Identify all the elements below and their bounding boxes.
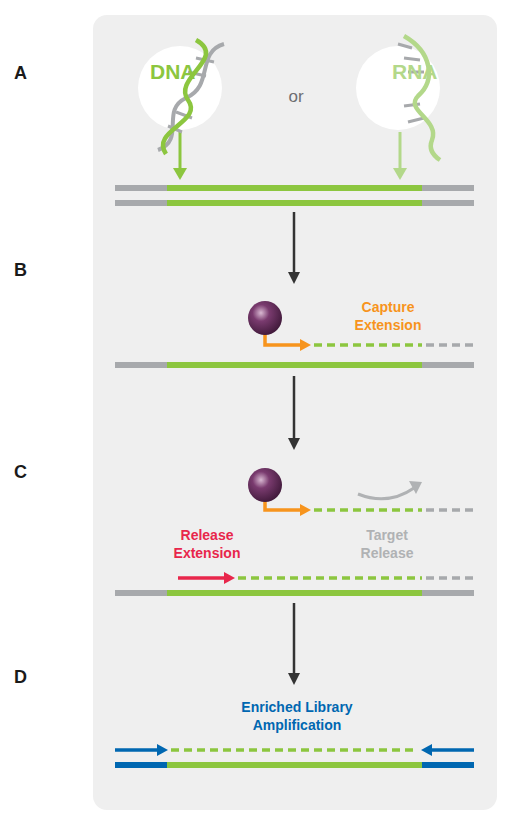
connector-word: or — [276, 86, 316, 108]
background-panel — [93, 15, 497, 810]
step-arrow-shaft — [293, 603, 296, 675]
adapter-strand — [115, 185, 168, 191]
capture-bead — [248, 301, 282, 335]
release-primer — [178, 576, 226, 580]
rna-base — [404, 58, 420, 60]
adapter-strand — [115, 762, 168, 768]
amplification-primer — [430, 748, 474, 752]
amplification-primer — [115, 748, 159, 752]
step-label: Target Release — [350, 526, 424, 562]
node-label: DNA — [150, 60, 196, 84]
adapter-strand — [422, 590, 474, 596]
step-letter: B — [14, 259, 44, 282]
adapter-strand — [422, 185, 474, 191]
step-letter: C — [14, 461, 44, 484]
amplification-primer-head — [421, 744, 432, 756]
extended-strand — [314, 508, 422, 512]
step-arrow-shaft — [293, 212, 296, 274]
release-curve-arrow — [358, 488, 414, 499]
step-arrow-head — [288, 272, 300, 284]
extended-adapter — [426, 508, 474, 512]
extended-strand — [171, 748, 418, 752]
step-arrow-head — [288, 673, 300, 685]
target-strand — [167, 362, 423, 368]
step-arrow-head — [288, 438, 300, 450]
capture-probe-head — [300, 339, 311, 351]
amplification-primer-head — [157, 744, 168, 756]
step-letter: D — [14, 666, 44, 689]
step-letter: A — [14, 62, 44, 85]
adapter-strand — [115, 362, 168, 368]
input-arrow-shaft — [179, 132, 182, 170]
adapter-strand — [422, 362, 474, 368]
extended-strand — [238, 576, 422, 580]
adapter-strand — [115, 590, 168, 596]
capture-probe-head — [300, 504, 311, 516]
capture-probe — [265, 501, 302, 510]
target-strand — [167, 762, 423, 768]
release-primer-head — [224, 572, 235, 584]
input-arrow-head — [173, 168, 187, 180]
extended-adapter — [426, 343, 474, 347]
extended-strand — [314, 343, 422, 347]
input-arrow-shaft — [399, 132, 402, 170]
extended-adapter — [426, 576, 474, 580]
adapter-strand — [115, 200, 168, 206]
step-arrow-shaft — [293, 376, 296, 440]
adapter-strand — [422, 762, 474, 768]
step-label: Release Extension — [160, 526, 254, 562]
target-strand — [167, 185, 423, 191]
target-strand — [167, 200, 423, 206]
release-curve-head — [409, 481, 422, 494]
input-arrow-head — [393, 168, 407, 180]
step-label: Capture Extension — [341, 298, 435, 334]
adapter-strand — [422, 200, 474, 206]
capture-bead — [248, 468, 282, 502]
target-strand — [167, 590, 423, 596]
step-label: Enriched Library Amplification — [222, 698, 372, 734]
capture-probe — [265, 334, 302, 345]
node-label: RNA — [392, 60, 438, 84]
